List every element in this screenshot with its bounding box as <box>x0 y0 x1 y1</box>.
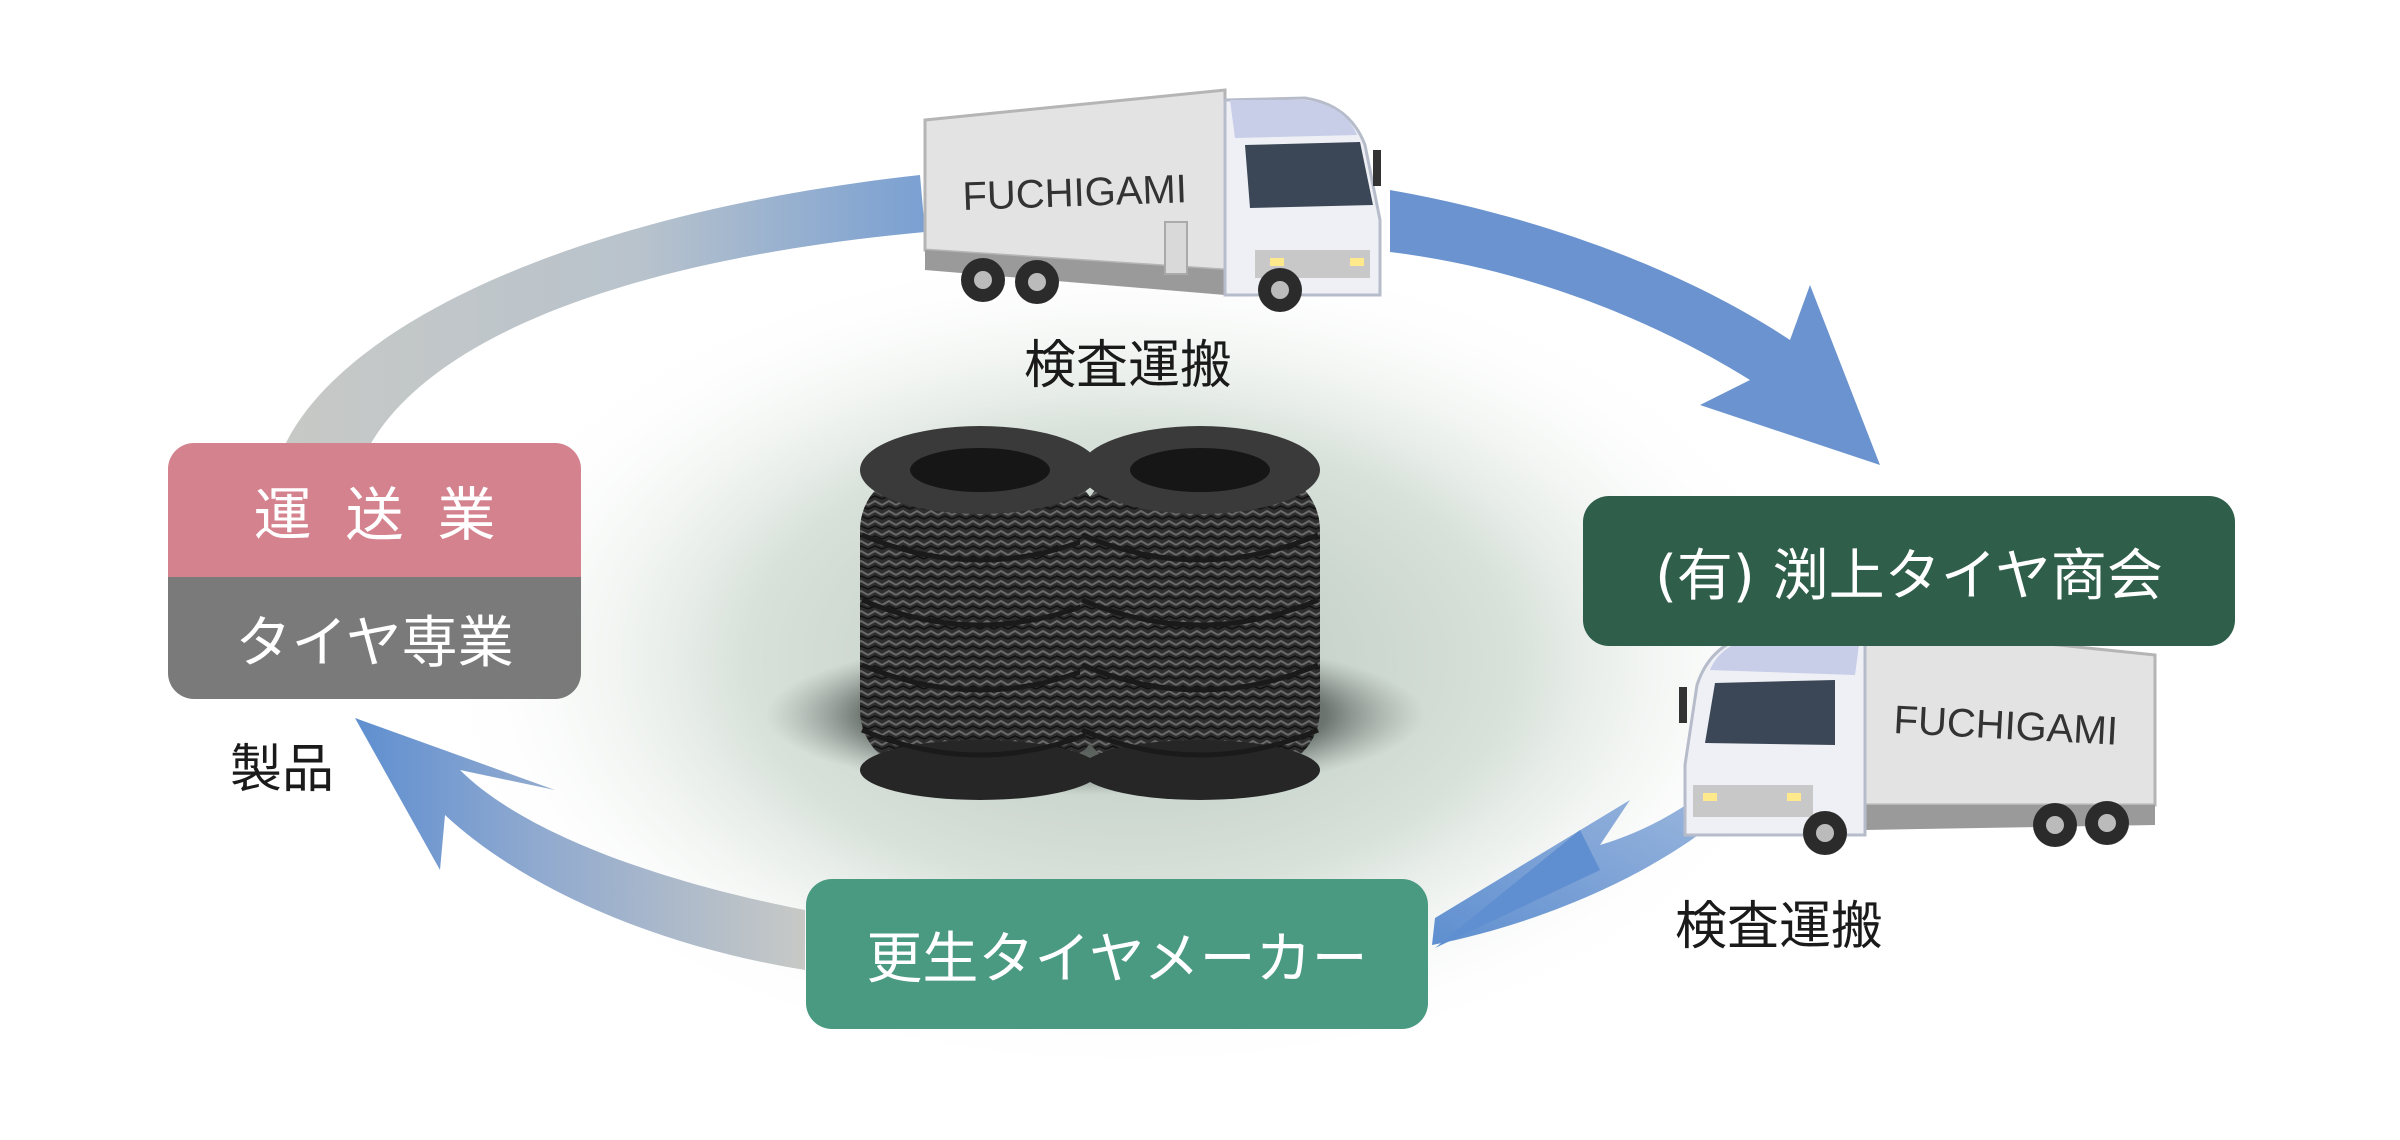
retread-maker-label: 更生タイヤメーカー <box>866 926 1368 992</box>
truck-icon: FUCHIGAMI <box>923 88 1382 312</box>
company-box: (有) 渕上タイヤ商会 <box>1583 496 2235 646</box>
cycle-arrow-icon <box>1432 780 1740 948</box>
client-box: 運送業 タイヤ専業 <box>168 443 581 699</box>
cycle-arrow-icon <box>355 718 805 970</box>
truck-icon: FUCHIGAMI <box>1679 623 2157 855</box>
tire-stack-icon <box>860 426 1320 800</box>
transport-industry-label: 運送業 <box>168 443 581 577</box>
transport-inspection-label-bottom: 検査運搬 <box>1675 897 1884 957</box>
truck-brand-top: FUCHIGAMI <box>962 167 1188 219</box>
tire-specialist-label: タイヤ専業 <box>168 577 581 699</box>
cycle-arrow-icon <box>1390 190 1880 465</box>
retread-maker-box: 更生タイヤメーカー <box>806 879 1428 1029</box>
company-label: (有) 渕上タイヤ商会 <box>1655 543 2163 609</box>
product-label: 製品 <box>230 740 335 800</box>
cycle-arrow-icon <box>285 175 925 445</box>
transport-inspection-label-top: 検査運搬 <box>1024 336 1233 396</box>
